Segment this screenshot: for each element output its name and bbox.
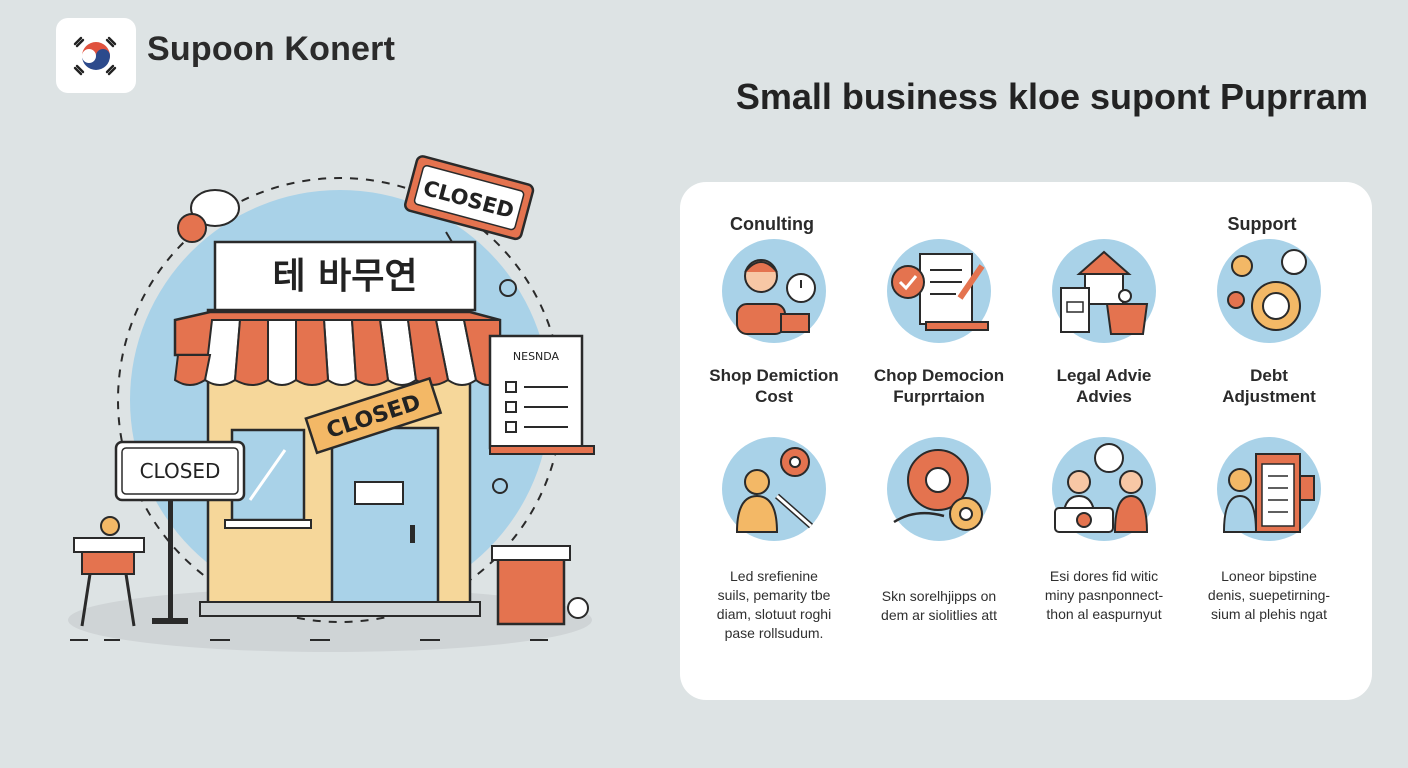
person-tools-icon: [722, 437, 826, 541]
service-item[interactable]: [1019, 238, 1189, 349]
legal-house-icon: [1052, 239, 1156, 343]
consultant-clock-icon: [722, 239, 826, 343]
page-title: Small business kloe supont Puprram: [735, 76, 1368, 117]
korea-flag-icon: [73, 36, 117, 75]
top-label-consulting: Conulting: [730, 214, 814, 234]
shop-sign-text: 테 바무연: [272, 256, 417, 297]
brand-name: Supoon Konert: [147, 30, 396, 68]
brand-logo: [56, 18, 136, 93]
service-label: Debt Adjustment: [1222, 366, 1316, 406]
detail-description: Skn sorelhjipps on dem ar siolitlies att: [881, 588, 997, 623]
detail-description: Led srefienine suils, pemarity tbe diam,…: [716, 568, 832, 641]
detail-item[interactable]: [1019, 436, 1189, 547]
service-item[interactable]: [689, 238, 859, 349]
top-label-support: Support: [1227, 214, 1297, 234]
person-checklist-icon: [1217, 437, 1321, 541]
service-label: Legal Advie Advies: [1056, 366, 1152, 406]
closed-shop-illustration: 테 바무연 CLOSED CLOSED CLOSED NESNDA: [68, 155, 595, 652]
service-item[interactable]: [854, 238, 1024, 349]
detail-description: Esi dores fid witic miny pasnponnect- th…: [1044, 568, 1164, 622]
closed-post-sign: CLOSED: [140, 459, 221, 483]
notice-board-title: NESNDA: [513, 350, 560, 363]
services-card: Conulting Support: [680, 182, 1372, 700]
gear-hand-icon: [887, 437, 991, 541]
service-item[interactable]: [1184, 238, 1354, 349]
detail-description: Loneor bipstine denis, suepetirning- siu…: [1207, 568, 1331, 622]
detail-item[interactable]: [854, 436, 1024, 547]
document-pen-icon: [887, 239, 991, 343]
detail-item[interactable]: [689, 436, 859, 547]
people-meeting-icon: [1052, 437, 1156, 541]
service-label: Chop Democion Furprrtaion: [873, 366, 1005, 406]
service-label: Shop Demiction Cost: [709, 366, 839, 406]
detail-item[interactable]: [1184, 436, 1354, 547]
gear-coins-icon: [1217, 239, 1321, 343]
